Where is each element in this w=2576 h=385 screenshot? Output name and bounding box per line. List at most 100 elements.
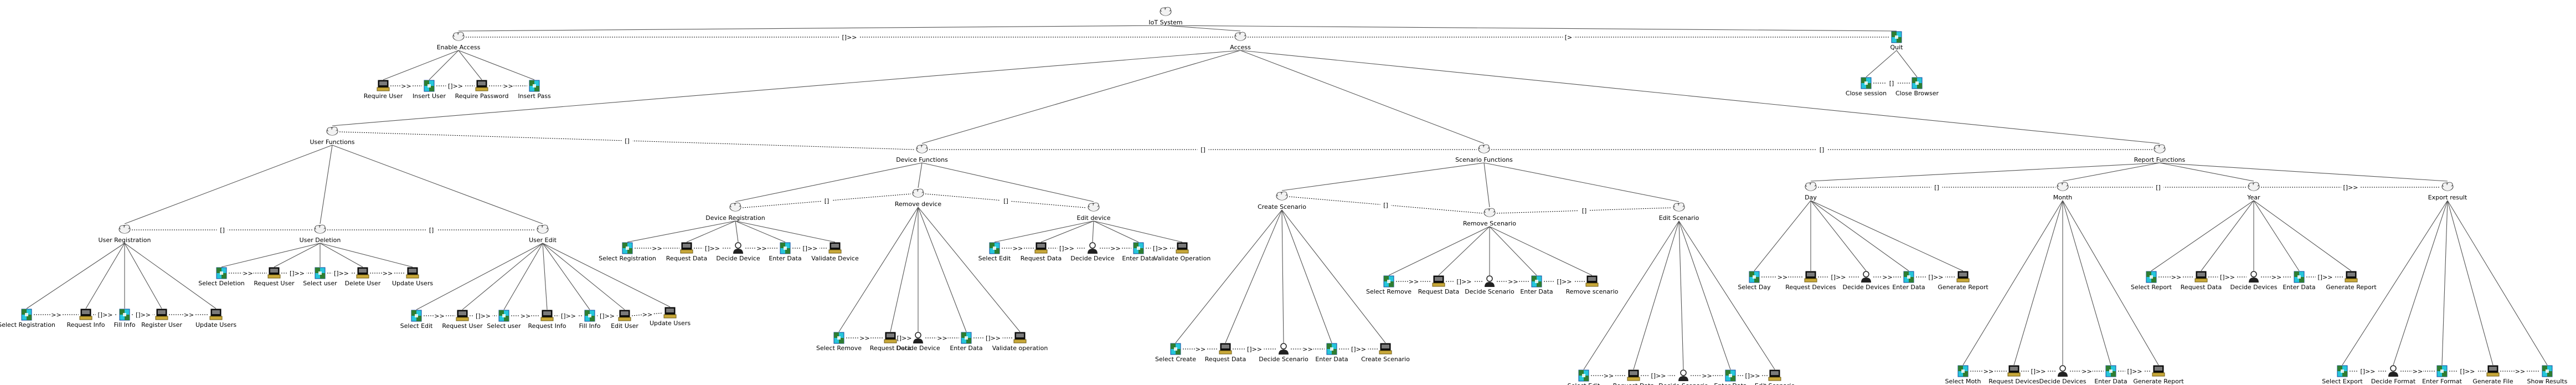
task-node-root[interactable]: IoT System: [1148, 7, 1183, 26]
task-node-year[interactable]: Year: [2247, 182, 2260, 201]
task-node-ue-request[interactable]: Request User: [442, 310, 483, 330]
tree-edge-report_functions-month: [2062, 162, 2160, 182]
task-node-ed-enter[interactable]: Enter Data: [1122, 242, 1155, 262]
task-node-user-deletion[interactable]: User Deletion: [300, 224, 341, 244]
task-node-x-enter[interactable]: Enter Format: [2422, 365, 2462, 385]
task-node-report-functions[interactable]: Report Functions: [2134, 144, 2186, 163]
task-node-m-select[interactable]: Select Moth: [1945, 365, 1981, 385]
task-node-cs-decide[interactable]: Decide Scenario: [1259, 343, 1308, 363]
task-node-device-functions[interactable]: Device Functions: [896, 144, 948, 163]
task-node-ur-request[interactable]: Request Info: [67, 309, 105, 328]
task-node-cs-enter[interactable]: Enter Data: [1315, 343, 1348, 363]
task-node-ur-select[interactable]: Select Registration: [0, 309, 55, 328]
task-node-m-generate[interactable]: Generate Report: [2133, 365, 2184, 385]
task-node-ue-select[interactable]: Select Edit: [400, 310, 433, 330]
task-node-scenario-functions[interactable]: Scenario Functions: [1455, 144, 1513, 163]
task-node-ur-update[interactable]: Update Users: [195, 309, 236, 328]
task-node-m-enter[interactable]: Enter Data: [2094, 365, 2127, 385]
task-node-rs-remove[interactable]: Remove scenario: [1566, 275, 1619, 295]
task-node-d-select[interactable]: Select Day: [1738, 271, 1771, 291]
task-node-export-result[interactable]: Export result: [2428, 182, 2467, 201]
task-node-es-enter[interactable]: Enter Data: [1714, 369, 1747, 385]
task-node-rd-select[interactable]: Select Remove: [816, 332, 862, 352]
task-node-ud-delete[interactable]: Delete User: [345, 267, 381, 287]
task-node-m-request[interactable]: Request Devices: [1988, 365, 2039, 385]
task-node-y-request[interactable]: Request Data: [2181, 271, 2222, 291]
task-node-ed-select[interactable]: Select Edit: [978, 242, 1011, 262]
task-node-enable-access[interactable]: Enable Access: [437, 32, 481, 51]
task-node-es-select[interactable]: Select Edit: [1568, 369, 1600, 385]
relation-operator: []>>: [476, 312, 491, 320]
task-node-user-functions[interactable]: User Functions: [310, 126, 355, 146]
task-node-ud-selectuser[interactable]: Select user: [303, 267, 337, 287]
task-node-ur-register[interactable]: Register User: [141, 309, 182, 328]
task-node-rd-enter[interactable]: Enter Data: [950, 332, 983, 352]
task-node-ud-request[interactable]: Request User: [254, 267, 295, 287]
relation-operator-bg: [642, 310, 653, 318]
task-node-ud-update[interactable]: Update Users: [392, 267, 433, 287]
task-node-es-request[interactable]: Request Data: [1613, 369, 1654, 385]
task-node-close-session[interactable]: Close session: [1846, 77, 1887, 97]
task-node-require-password[interactable]: Require Password: [455, 80, 509, 100]
task-node-day[interactable]: Day: [1805, 182, 1817, 201]
task-node-remove-scenario[interactable]: Remove Scenario: [1463, 208, 1516, 227]
task-node-ue-update[interactable]: Update Users: [650, 307, 691, 327]
task-node-rs-decide[interactable]: Decide Scenario: [1465, 275, 1514, 295]
task-node-ud-select[interactable]: Select Deletion: [198, 267, 245, 287]
task-node-y-generate[interactable]: Generate Report: [2326, 271, 2377, 291]
task-node-insert-user[interactable]: Insert User: [413, 80, 446, 100]
task-node-quit[interactable]: Quit: [1890, 31, 1904, 51]
task-node-rd-request[interactable]: Request Data: [870, 332, 911, 352]
task-node-ue-reqinfo[interactable]: Request Info: [528, 310, 566, 330]
task-node-cs-select[interactable]: Select Create: [1155, 343, 1196, 363]
task-node-close-browser[interactable]: Close Browser: [1895, 77, 1939, 97]
task-node-create-scenario[interactable]: Create Scenario: [1258, 191, 1306, 211]
tree-edge-device_functions-edit_device: [921, 162, 1094, 202]
task-node-access[interactable]: Access: [1230, 32, 1251, 51]
task-node-ed-request[interactable]: Request Data: [1021, 242, 1062, 262]
task-node-edit-scenario[interactable]: Edit Scenario: [1659, 202, 1699, 222]
task-node-device-registration[interactable]: Device Registration: [705, 202, 765, 222]
task-node-edit-device[interactable]: Edit device: [1077, 202, 1111, 222]
task-node-cs-create[interactable]: Create Scenario: [1361, 343, 1410, 363]
task-node-d-enter[interactable]: Enter Data: [1892, 271, 1925, 291]
task-node-y-select[interactable]: Select Report: [2131, 271, 2172, 291]
task-node-user-edit[interactable]: User Edit: [529, 224, 557, 244]
task-node-ed-decide[interactable]: Decide Device: [1070, 242, 1115, 262]
task-node-ur-fill[interactable]: Fill Info: [114, 309, 136, 328]
task-node-dr-select[interactable]: Select Registration: [599, 242, 656, 262]
task-node-x-generate[interactable]: Generate File: [2472, 365, 2513, 385]
task-node-dr-validate[interactable]: Validate Device: [811, 242, 859, 262]
task-node-es-decide[interactable]: Decide Scenario: [1658, 369, 1708, 385]
task-node-user-registration[interactable]: User Registration: [99, 224, 151, 244]
task-node-y-enter[interactable]: Enter Data: [2283, 271, 2316, 291]
task-node-month[interactable]: Month: [2053, 182, 2073, 201]
task-node-d-generate[interactable]: Generate Report: [1938, 271, 1988, 291]
task-node-x-decide[interactable]: Decide Format: [2371, 365, 2416, 385]
task-node-ed-validate[interactable]: Validate Operation: [1154, 242, 1211, 262]
task-node-m-decide[interactable]: Decide Devices: [2039, 365, 2086, 385]
task-node-ue-selectuser[interactable]: Select user: [487, 310, 521, 330]
task-node-rs-select[interactable]: Select Remove: [1366, 275, 1411, 295]
task-node-x-show[interactable]: Show Results: [2527, 365, 2568, 385]
relation-operator-bg: [1555, 278, 1574, 285]
task-node-x-select[interactable]: Select Export: [2322, 365, 2363, 385]
task-node-rs-request[interactable]: Request Data: [1418, 275, 1459, 295]
task-node-rd-decide[interactable]: Decide Device: [896, 332, 940, 352]
task-node-rs-enter[interactable]: Enter Data: [1520, 275, 1553, 295]
tree-edge-create_scenario-cs_enter: [1281, 209, 1332, 343]
task-node-dr-request[interactable]: Request Data: [666, 242, 707, 262]
task-node-cs-request[interactable]: Request Data: [1205, 343, 1246, 363]
task-node-rd-validate[interactable]: Validate operation: [992, 332, 1048, 352]
task-node-dr-enter[interactable]: Enter Data: [769, 242, 802, 262]
task-node-ue-edit[interactable]: Edit User: [611, 310, 638, 330]
task-node-ue-fill[interactable]: Fill Info: [579, 310, 601, 330]
task-node-insert-pass[interactable]: Insert Pass: [518, 80, 551, 100]
task-node-d-decide[interactable]: Decide Devices: [1843, 271, 1890, 291]
task-node-es-edit[interactable]: Edit Scenario: [1755, 369, 1795, 385]
task-node-dr-decide[interactable]: Decide Device: [716, 242, 760, 262]
task-node-d-request[interactable]: Request Devices: [1785, 271, 1836, 291]
task-node-remove-device[interactable]: Remove device: [895, 188, 941, 208]
task-node-require-user[interactable]: Require User: [364, 80, 403, 100]
task-node-y-decide[interactable]: Decide Devices: [2230, 271, 2278, 291]
